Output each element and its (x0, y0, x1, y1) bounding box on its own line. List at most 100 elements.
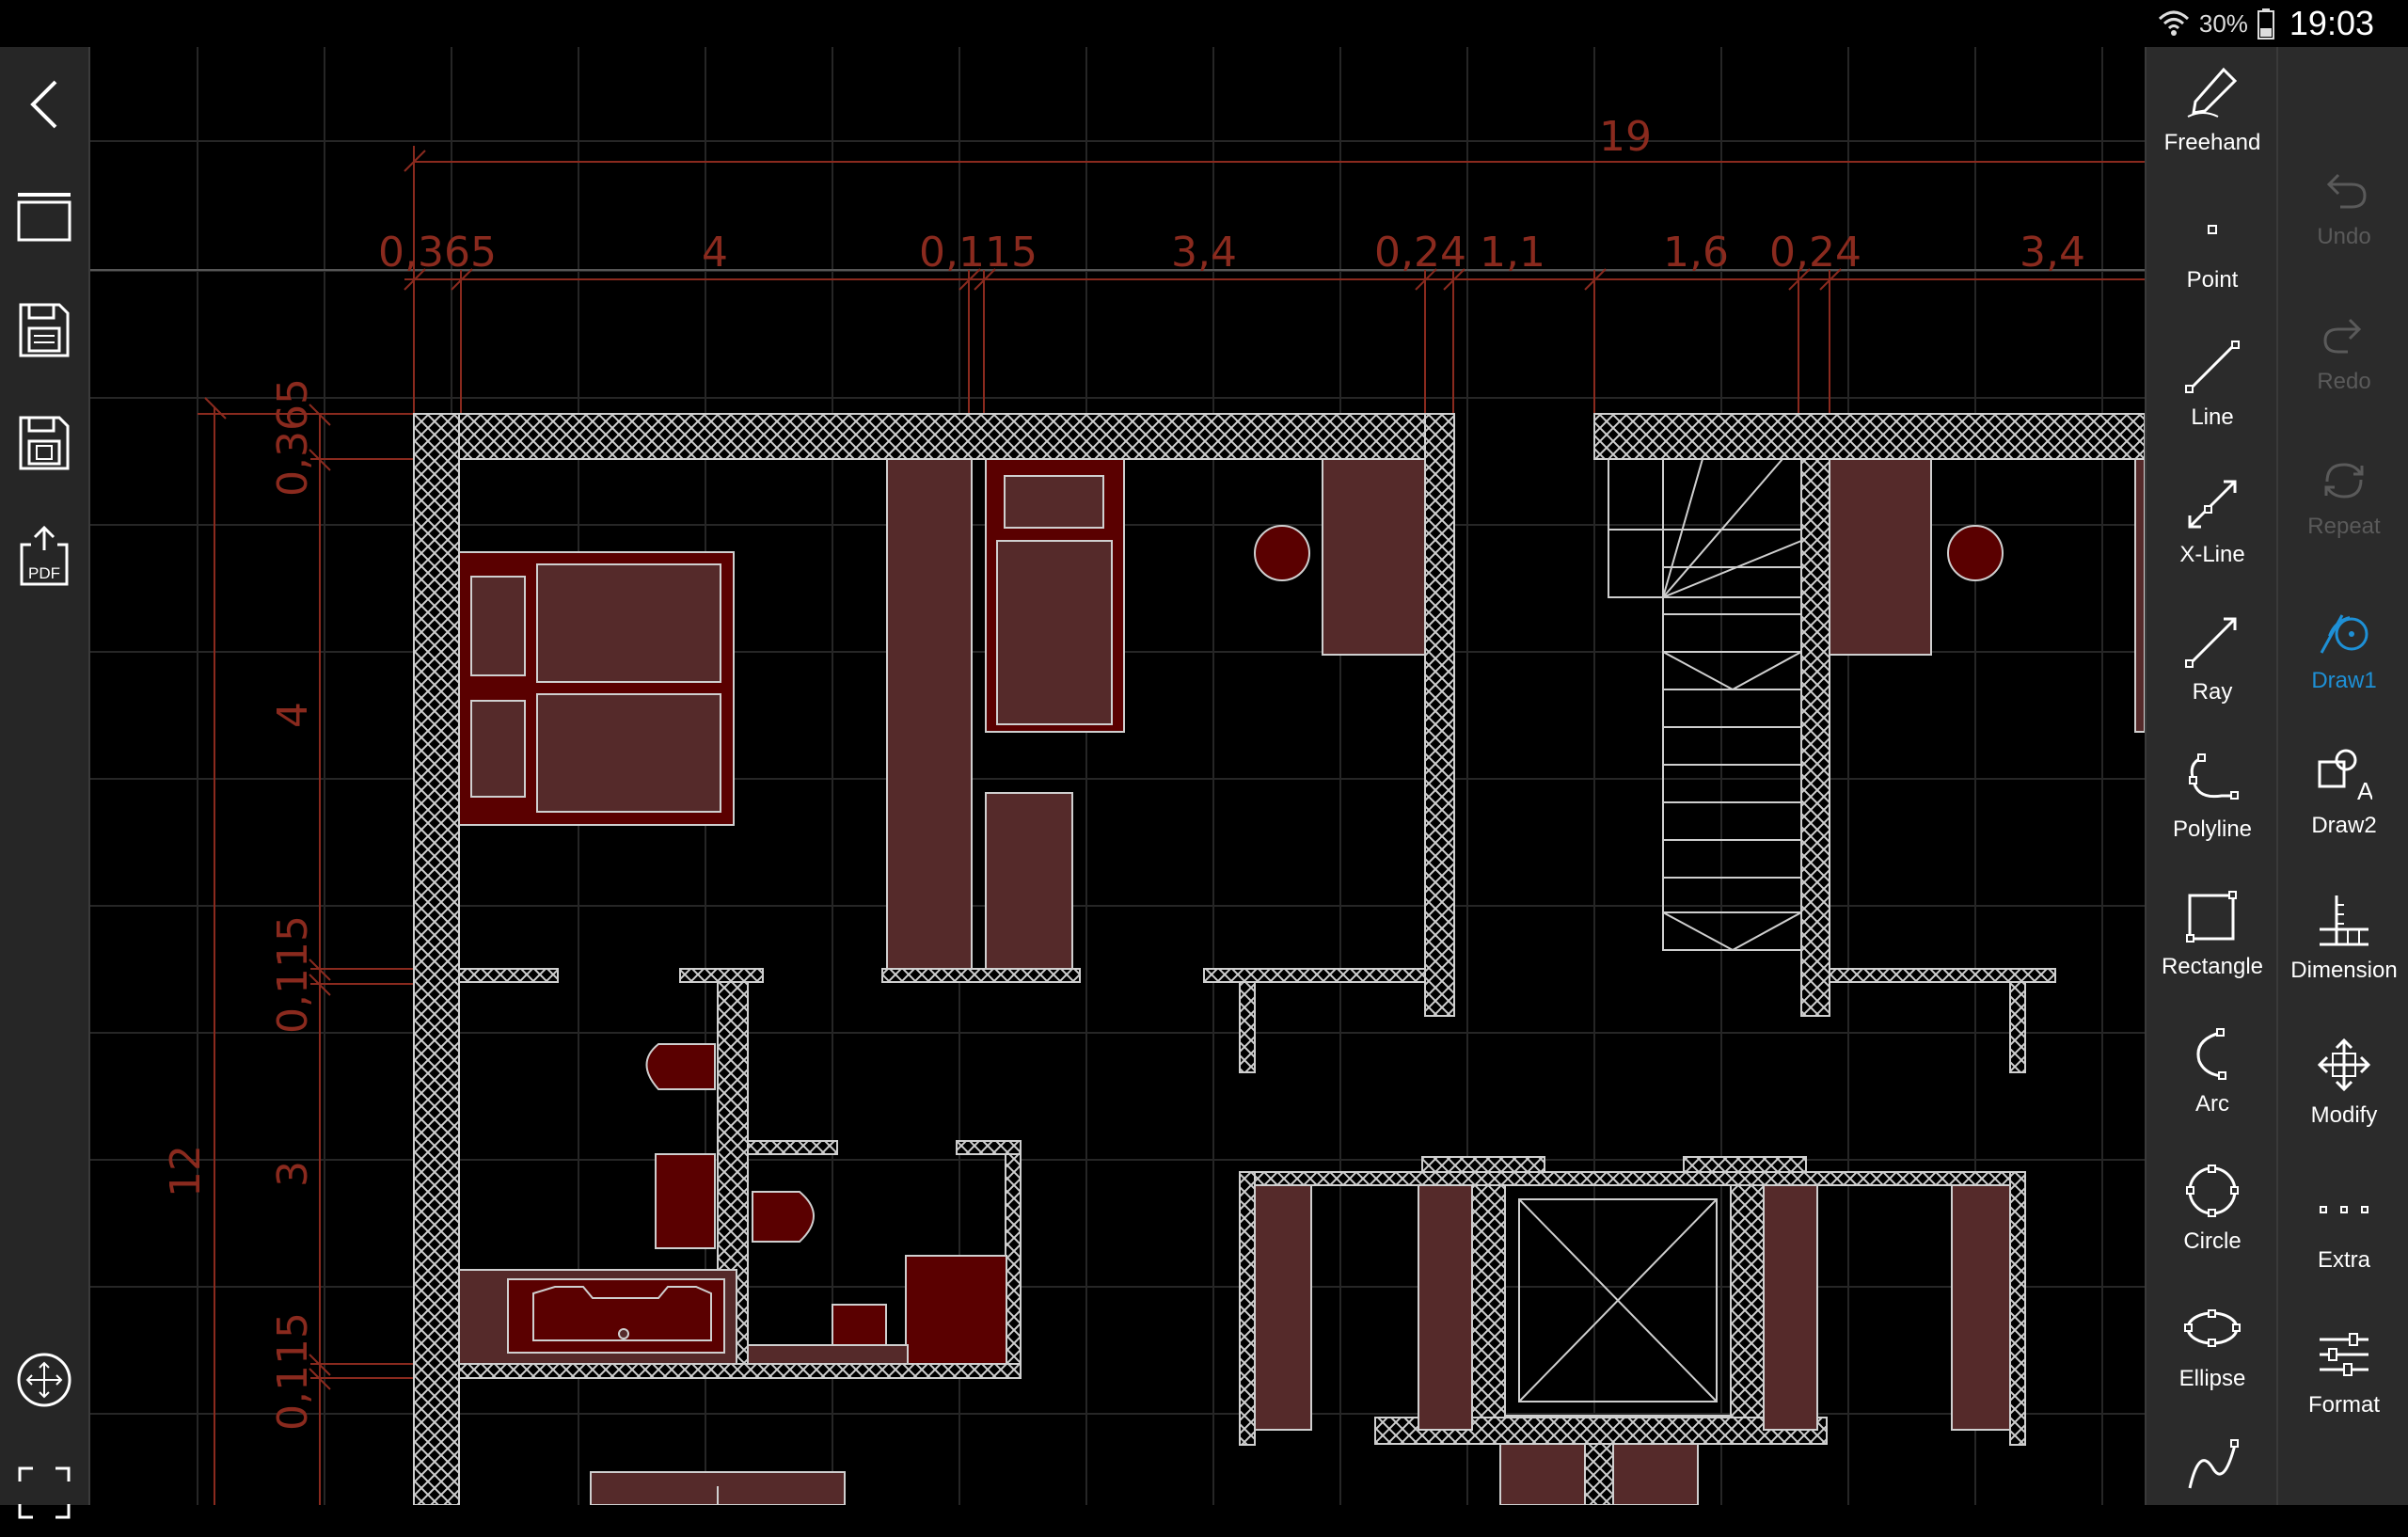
polyline-icon (2189, 753, 2239, 800)
tool-label: Draw1 (2311, 668, 2377, 693)
tool-line[interactable]: Line (2147, 322, 2278, 459)
redo-icon (2323, 318, 2362, 354)
tool-arc[interactable]: Arc (2147, 1008, 2278, 1146)
back-icon (30, 80, 57, 129)
extra-icon (2320, 1206, 2368, 1213)
save-icon (19, 303, 70, 357)
dim-top-4: 3,4 (1171, 229, 1237, 277)
tool-freehand[interactable]: Freehand (2147, 47, 2278, 184)
pan-icon (17, 1353, 71, 1407)
dim-top-3: 0,115 (919, 229, 1038, 277)
tool-label: Arc (2195, 1091, 2229, 1117)
save-as-button[interactable] (0, 399, 88, 487)
clock: 19:03 (2289, 4, 2374, 42)
dim-left-5: 0,115 (269, 1312, 317, 1431)
wifi-icon (2158, 10, 2189, 36)
modify-icon (2317, 1038, 2371, 1092)
fullscreen-button[interactable] (0, 1449, 88, 1537)
dim-top-5: 0,24 (1374, 229, 1466, 277)
tool-spline[interactable] (2147, 1420, 2278, 1505)
new-drawing-icon (17, 193, 71, 242)
dim-left-4: 3 (269, 1161, 317, 1187)
ray-icon (2185, 617, 2237, 668)
tool-circle[interactable]: Circle (2147, 1146, 2278, 1283)
tool-label: Polyline (2172, 816, 2253, 842)
tool-label: Ellipse (2178, 1366, 2246, 1391)
status-indicators: 30% 19:03 (2158, 0, 2374, 47)
tool-label: Rectangle (2161, 954, 2264, 979)
tool-ray[interactable]: Ray (2147, 596, 2278, 734)
tool-polyline[interactable]: Polyline (2147, 734, 2278, 871)
freehand-icon (2187, 67, 2238, 118)
dim-left-2: 4 (269, 702, 317, 728)
tool-label: Circle (2183, 1228, 2242, 1254)
repeat-icon (2324, 463, 2364, 499)
tool-label: Extra (2317, 1247, 2370, 1273)
back-button[interactable] (0, 60, 88, 149)
tool-draw2[interactable]: A Draw2 (2278, 730, 2408, 867)
tool-label: Modify (2310, 1102, 2378, 1128)
drawing-canvas[interactable]: 19 0,365 4 0,115 3,4 0,24 1,1 1,6 0,24 3… (90, 47, 2145, 1505)
draw1-icon (2320, 614, 2368, 654)
rectangle-icon (2186, 891, 2237, 943)
tool-xline[interactable]: X-Line (2147, 459, 2278, 596)
main-tools-panel: Undo Redo Repeat Draw1 A Draw2 (2276, 47, 2408, 1505)
tool-rectangle[interactable]: Rectangle (2147, 871, 2278, 1008)
staircase (1608, 458, 1802, 952)
left-toolbar: PDF (0, 47, 90, 1519)
tool-format[interactable]: Format (2278, 1309, 2408, 1447)
tool-modify[interactable]: Modify (2278, 1020, 2408, 1157)
tool-label: Repeat (2307, 514, 2381, 539)
new-drawing-button[interactable] (0, 173, 88, 261)
export-pdf-label: PDF (28, 564, 60, 582)
dim-overall-width: 19 (1599, 113, 1652, 161)
tool-undo[interactable]: Undo (2278, 151, 2408, 288)
spline-icon (2188, 1439, 2239, 1489)
dim-top-2: 4 (702, 229, 728, 277)
tool-label: Draw2 (2311, 813, 2377, 838)
format-icon (2320, 1333, 2368, 1376)
tool-extra[interactable]: Extra (2278, 1165, 2408, 1302)
fullscreen-icon (18, 1466, 71, 1519)
point-icon (2208, 225, 2217, 234)
tool-point[interactable]: Point (2147, 184, 2278, 322)
pan-button[interactable] (0, 1336, 88, 1424)
circle-icon (2186, 1165, 2239, 1217)
draw2-icon: A (2318, 749, 2372, 803)
save-as-icon (19, 416, 70, 470)
tool-ellipse[interactable]: Ellipse (2147, 1283, 2278, 1420)
tool-label: Dimension (2290, 958, 2398, 983)
status-bar: 30% 19:03 (0, 0, 2408, 47)
dim-left-3: 0,115 (269, 915, 317, 1034)
svg-text:A: A (2357, 777, 2372, 803)
battery-icon (2257, 8, 2274, 40)
dim-top-7: 1,6 (1663, 229, 1729, 277)
tool-label: Point (2186, 267, 2239, 293)
dim-top-8: 0,24 (1769, 229, 1861, 277)
battery-percent: 30% (2198, 8, 2248, 38)
export-pdf-icon: PDF (20, 526, 69, 586)
floor-plan: 19 0,365 4 0,115 3,4 0,24 1,1 1,6 0,24 3… (90, 47, 2145, 1505)
tool-label: X-Line (2179, 542, 2245, 567)
tool-label: Line (2191, 404, 2234, 430)
save-button[interactable] (0, 286, 88, 374)
tool-repeat[interactable]: Repeat (2278, 440, 2408, 578)
tool-label: Format (2307, 1392, 2380, 1418)
tool-redo[interactable]: Redo (2278, 295, 2408, 433)
dimension-lines (198, 146, 2145, 1505)
dim-top-1: 0,365 (378, 229, 497, 277)
tool-label: Ray (2192, 679, 2233, 705)
dim-top-6: 1,1 (1480, 229, 1545, 277)
tool-label: Freehand (2163, 130, 2261, 155)
furniture (458, 458, 2145, 1505)
dimension-texts: 19 0,365 4 0,115 3,4 0,24 1,1 1,6 0,24 3… (162, 113, 2085, 1431)
tool-dimension[interactable]: Dimension (2278, 875, 2408, 1012)
line-icon (2185, 341, 2240, 393)
xline-icon (2188, 480, 2237, 529)
undo-icon (2326, 173, 2367, 209)
dimension-icon (2320, 895, 2368, 946)
export-pdf-button[interactable]: PDF (0, 512, 88, 600)
tool-label: Undo (2317, 224, 2371, 249)
tool-draw1[interactable]: Draw1 (2278, 585, 2408, 722)
draw-tools-panel: Freehand Point Line X-Line Ray (2145, 47, 2278, 1505)
